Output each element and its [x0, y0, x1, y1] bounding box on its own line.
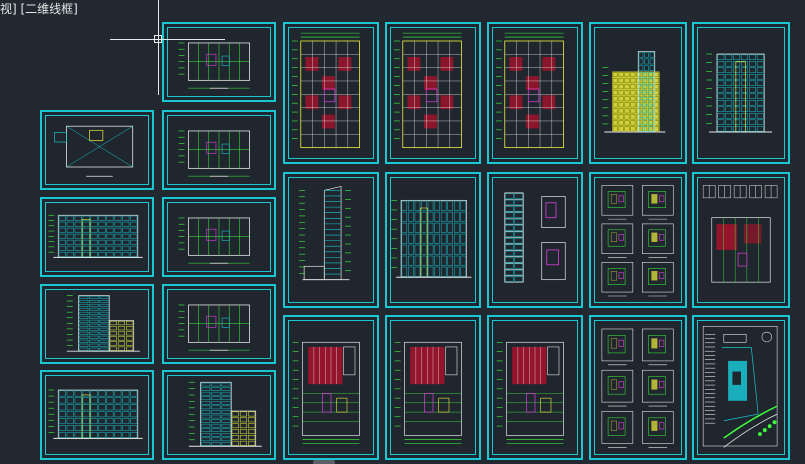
cursor-crosshair-horizontal: [110, 39, 225, 40]
drawing-sheet-elevation-tower[interactable]: [162, 370, 276, 460]
drawing-sheet-elevation-yellow[interactable]: [589, 22, 687, 164]
sheet-border: [45, 289, 149, 359]
sheet-drawing: [495, 32, 564, 148]
sheet-drawing: [54, 125, 134, 177]
drawing-sheet-plan-small[interactable]: [162, 284, 276, 364]
sheet-border: [288, 177, 374, 303]
sheet-border: [390, 27, 476, 159]
drawing-sheet-elevation-cyan[interactable]: [692, 22, 790, 164]
sheet-drawing: [504, 192, 566, 283]
drawing-sheet-site-plan[interactable]: [692, 315, 790, 460]
drawing-sheet-plan-small[interactable]: [162, 110, 276, 190]
sheet-drawing: [702, 185, 778, 283]
sheet-drawing: [702, 326, 778, 448]
sheet-border: [167, 115, 271, 185]
sheet-border: [45, 115, 149, 185]
sheet-drawing: [292, 341, 360, 444]
sheet-border: [697, 27, 785, 159]
drawing-sheet-roof-plan[interactable]: [40, 110, 154, 190]
sheet-border: [697, 177, 785, 303]
sheet-border: [167, 375, 271, 455]
sheet-drawing: [66, 295, 140, 352]
drawing-sheet-floor-plan-tall[interactable]: [487, 22, 583, 164]
drawing-sheet-detail-grid[interactable]: [589, 172, 687, 308]
cursor-crosshair-vertical: [158, 0, 159, 95]
sheet-drawing: [496, 341, 564, 444]
drawing-sheet-floor-plan-red[interactable]: [385, 315, 481, 460]
sheet-drawing: [394, 341, 462, 444]
sheet-drawing: [178, 304, 250, 351]
drawing-sheet-section[interactable]: [283, 172, 379, 308]
sheet-drawing: [48, 214, 143, 258]
sheet-drawing: [602, 51, 666, 133]
sheet-drawing: [291, 32, 360, 148]
sheet-border: [167, 202, 271, 272]
sheet-drawing: [391, 199, 472, 278]
drawing-sheet-section-details[interactable]: [487, 172, 583, 308]
sheet-drawing: [706, 53, 773, 133]
sheet-drawing: [178, 130, 250, 177]
sheet-border: [492, 27, 578, 159]
sheet-drawing: [601, 185, 674, 297]
sheet-border: [594, 27, 682, 159]
sheet-border: [594, 177, 682, 303]
sheet-border: [167, 289, 271, 359]
drawing-sheet-details-plan[interactable]: [692, 172, 790, 308]
drawing-sheet-elevation-wide[interactable]: [385, 172, 481, 308]
sheet-border: [390, 177, 476, 303]
sheet-border: [697, 320, 785, 455]
drawing-sheet-elevation-wide[interactable]: [40, 197, 154, 277]
drawing-sheet-plan-small[interactable]: [162, 197, 276, 277]
sheet-border: [492, 177, 578, 303]
drawing-sheet-elevation-wide[interactable]: [40, 370, 154, 460]
cursor-pickbox: [154, 35, 162, 43]
sheet-border: [390, 320, 476, 455]
sheet-drawing: [393, 32, 462, 148]
drawing-sheet-detail-grid[interactable]: [589, 315, 687, 460]
sheet-border: [45, 202, 149, 272]
sheet-border: [45, 375, 149, 455]
drawing-sheet-plan-small[interactable]: [162, 22, 276, 102]
sheet-drawing: [178, 42, 250, 89]
drawing-sheet-floor-plan-red[interactable]: [487, 315, 583, 460]
sheet-drawing: [299, 186, 351, 281]
viewport-label[interactable]: 视] [二维线框]: [0, 0, 82, 18]
drawing-sheet-elevation-tower[interactable]: [40, 284, 154, 364]
sheet-border: [288, 27, 374, 159]
drawing-sheet-floor-plan-tall[interactable]: [283, 22, 379, 164]
drawing-sheet-floor-plan-red[interactable]: [283, 315, 379, 460]
sheet-border: [288, 320, 374, 455]
sheet-border: [594, 320, 682, 455]
sheet-drawing: [178, 217, 250, 264]
drawing-sheet-floor-plan-tall[interactable]: [385, 22, 481, 164]
sheet-border: [167, 27, 271, 97]
layout-tab-handle[interactable]: [313, 460, 335, 464]
sheet-drawing: [601, 328, 674, 448]
sheet-drawing: [188, 381, 262, 447]
sheet-border: [492, 320, 578, 455]
sheet-drawing: [48, 389, 143, 439]
